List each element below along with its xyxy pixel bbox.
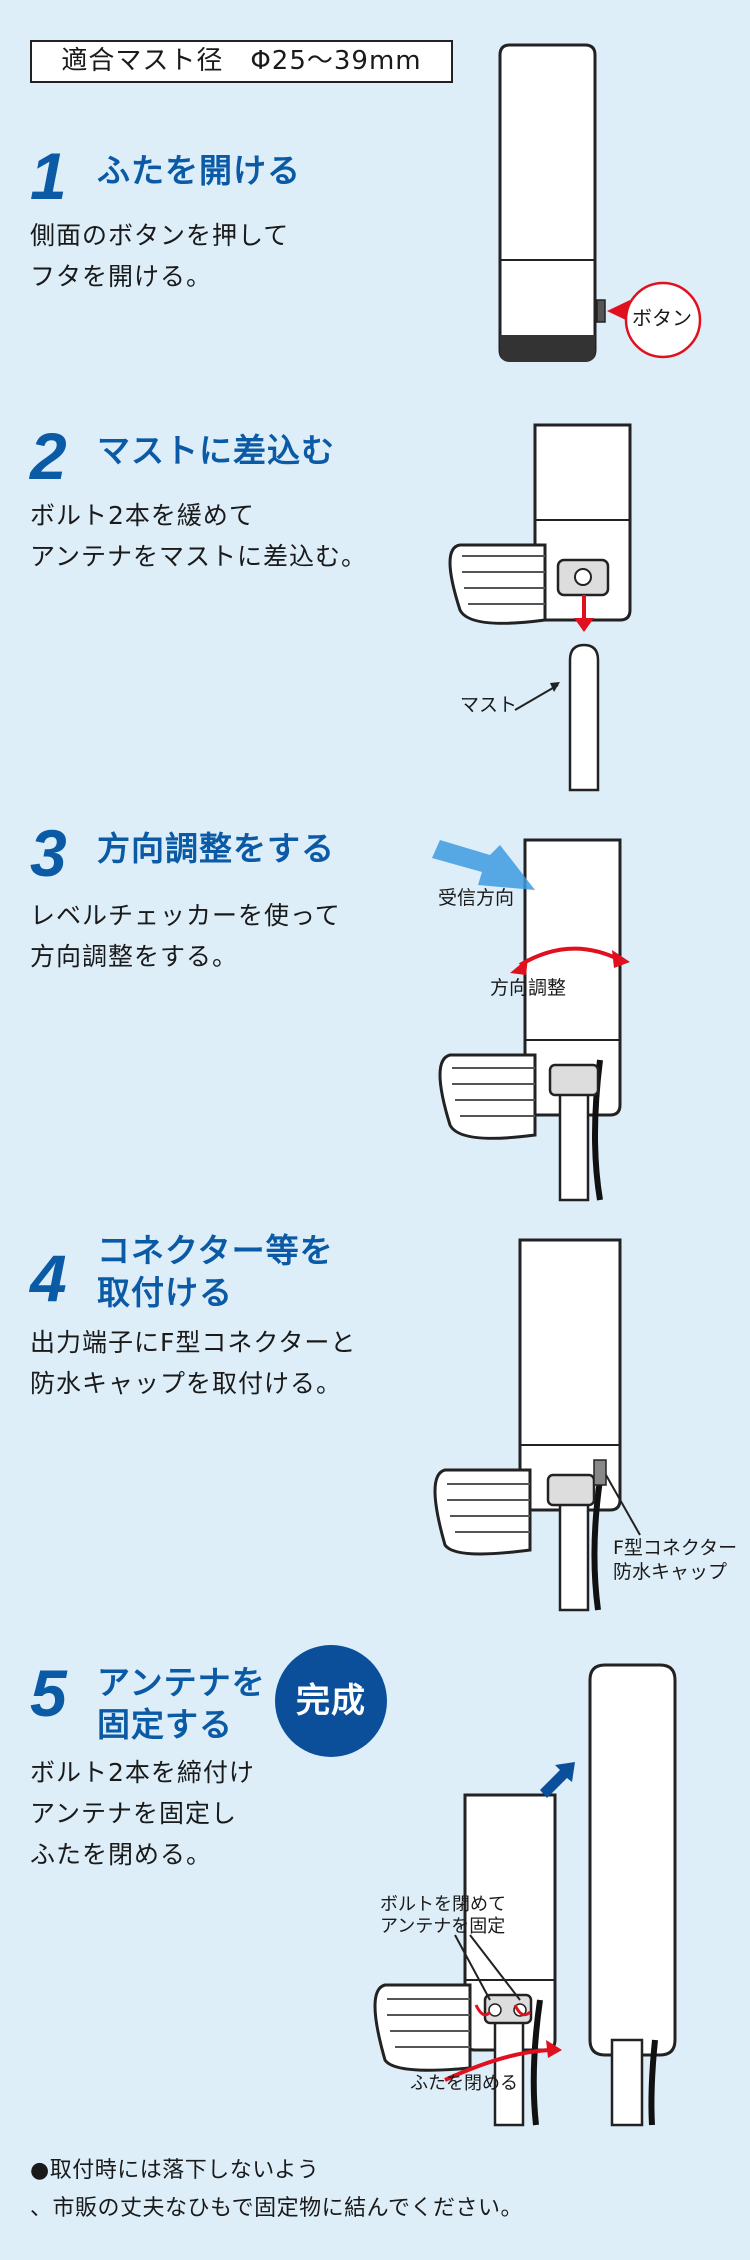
step-2-description: ボルト2本を緩めて アンテナをマストに差込む。 xyxy=(30,501,368,571)
step-5-description: ボルト2本を締付け アンテナを固定し ふたを閉める。 xyxy=(30,1758,255,1869)
mast-label: マスト xyxy=(460,694,518,716)
installation-note: ●取付時には落下しないよう 、市販の丈夫なひもで固定物に結んでください。 xyxy=(30,2158,524,2221)
direction-adjust-label: 方向調整 xyxy=(490,977,567,999)
step-3-description: レベルチェッカーを使って 方向調整をする。 xyxy=(30,901,341,971)
step-2-number: 2 xyxy=(30,419,67,493)
button-callout xyxy=(607,281,702,359)
mast-diameter-box: 適合マスト径 Φ25〜39mm xyxy=(30,40,453,83)
step-3-illustration xyxy=(432,838,630,1202)
step-1-illustration xyxy=(498,43,606,362)
complete-badge: 完成 xyxy=(275,1645,387,1757)
step-5-title: アンテナを 固定する xyxy=(97,1663,266,1744)
step-2-title: マストに差込む xyxy=(97,431,335,470)
step-3-title: 方向調整をする xyxy=(97,829,335,868)
step-5-illustration xyxy=(373,1663,677,2127)
step-4-number: 4 xyxy=(30,1241,67,1315)
step-4-title: コネクター等を 取付ける xyxy=(97,1231,334,1312)
step-5-number: 5 xyxy=(30,1656,67,1730)
step-4-illustration xyxy=(433,1238,641,1612)
f-connector-label: F型コネクター 防水キャップ xyxy=(613,1537,738,1583)
step-1-number: 1 xyxy=(30,139,67,213)
step-1-description: 側面のボタンを押して フタを開ける。 xyxy=(30,221,290,291)
step-1-title: ふたを開ける xyxy=(97,151,301,190)
reception-direction-label: 受信方向 xyxy=(438,887,515,909)
step-4-description: 出力端子にF型コネクターと 防水キャップを取付ける。 xyxy=(30,1328,357,1398)
button-label: ボタン xyxy=(632,306,692,330)
step-3-number: 3 xyxy=(30,816,67,890)
step-2-illustration xyxy=(448,423,632,792)
bolt-fix-label: ボルトを閉めて アンテナを固定 xyxy=(380,1894,506,1937)
lid-close-label: ふたを閉める xyxy=(410,2073,518,2094)
